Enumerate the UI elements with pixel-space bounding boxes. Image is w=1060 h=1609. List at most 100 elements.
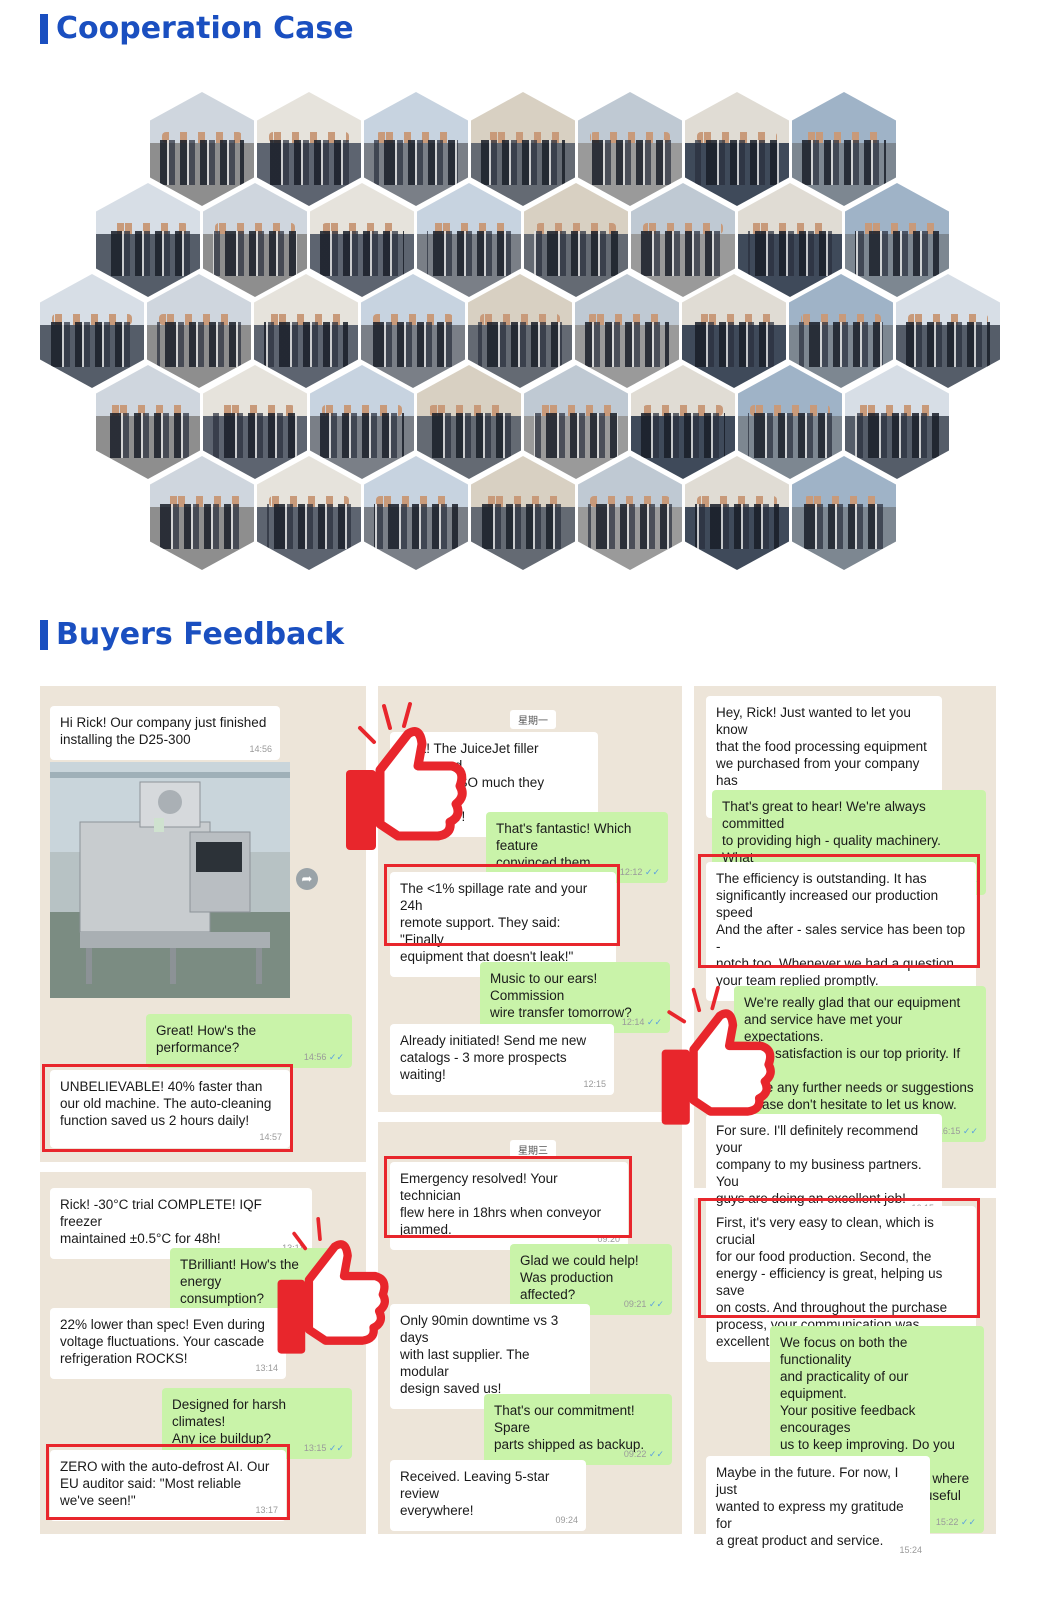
- cooperation-photo: [845, 365, 949, 479]
- photo-people-heads: [643, 222, 723, 235]
- photo-people: [374, 503, 458, 550]
- message-text: Rick! -30°C trial COMPLETE! IQF freezer …: [60, 1197, 262, 1246]
- message-text: First, it's very easy to clean, which is…: [716, 1215, 948, 1349]
- photo-people-heads: [52, 313, 132, 326]
- photo-people: [695, 139, 779, 186]
- cooperation-photo: [40, 274, 144, 388]
- cooperation-photo: [150, 92, 254, 206]
- cooperation-photo: [578, 92, 682, 206]
- photo-people-heads: [215, 404, 295, 417]
- message-text: ZERO with the auto-defrost AI. Our EU au…: [60, 1459, 270, 1508]
- photo-people-heads: [269, 495, 349, 508]
- message-timestamp: 14:57: [259, 1132, 282, 1142]
- title-accent-bar: [40, 14, 48, 44]
- photo-people: [855, 230, 939, 277]
- photo-people: [320, 412, 404, 459]
- photo-people-heads: [480, 313, 560, 326]
- panel-divider: [40, 1162, 366, 1172]
- photo-people-heads: [590, 495, 670, 508]
- message-text: Received. Leaving 5-star review everywhe…: [400, 1469, 550, 1518]
- message-timestamp: 15:22: [936, 1514, 976, 1531]
- cooperation-photo: [471, 92, 575, 206]
- cooperation-photo: [257, 92, 361, 206]
- cooperation-photo: [738, 365, 842, 479]
- message-timestamp: 14:56: [304, 1049, 344, 1066]
- cooperation-photo: [147, 274, 251, 388]
- photo-people: [427, 230, 511, 277]
- cooperation-photo: [364, 92, 468, 206]
- message-text: Hi Rick! Our company just finished insta…: [60, 715, 267, 747]
- date-chip: 星期三: [510, 1140, 556, 1159]
- photo-people-heads: [801, 313, 881, 326]
- cooperation-photo: [792, 92, 896, 206]
- cooperation-photo: [257, 456, 361, 570]
- cooperation-photo: [150, 456, 254, 570]
- photo-people-heads: [108, 222, 188, 235]
- photo-people: [106, 230, 190, 277]
- cooperation-photo: [364, 456, 468, 570]
- photo-people: [374, 139, 458, 186]
- photo-people-heads: [857, 222, 937, 235]
- cooperation-photo: [682, 274, 786, 388]
- machine-photo: [50, 762, 290, 998]
- cooperation-photo: [254, 274, 358, 388]
- incoming-message-bubble: Rick! -30°C trial COMPLETE! IQF freezer …: [50, 1188, 312, 1259]
- thumbs-up-icon: [346, 702, 467, 850]
- message-timestamp: 14:56: [249, 744, 272, 754]
- photo-people-heads: [908, 313, 988, 326]
- cooperation-photo: [468, 274, 572, 388]
- cooperation-photo-honeycomb: [0, 0, 1060, 600]
- photo-people: [160, 139, 244, 186]
- cooperation-photo: [310, 365, 414, 479]
- message-text: That's our commitment! Spare parts shipp…: [494, 1403, 645, 1452]
- cooperation-photo: [310, 183, 414, 297]
- message-text: Only 90min downtime vs 3 days with last …: [400, 1313, 559, 1396]
- photo-people-heads: [483, 495, 563, 508]
- photo-people-heads: [162, 131, 242, 144]
- incoming-message-bubble: UNBELIEVABLE! 40% faster than our old ma…: [50, 1070, 290, 1148]
- message-text: TBrilliant! How's the energy consumption…: [180, 1257, 299, 1306]
- photo-people: [692, 321, 776, 368]
- photo-people-heads: [322, 404, 402, 417]
- photo-people-heads: [429, 404, 509, 417]
- forward-icon[interactable]: ➦: [296, 868, 318, 890]
- message-text: 22% lower than spec! Even during voltage…: [60, 1317, 265, 1366]
- photo-people-heads: [750, 404, 830, 417]
- photo-people-heads: [266, 313, 346, 326]
- cooperation-photo: [845, 183, 949, 297]
- message-timestamp: 09:24: [555, 1515, 578, 1525]
- photo-people-heads: [215, 222, 295, 235]
- incoming-message-bubble: Maybe in the future. For now, I just wan…: [706, 1456, 930, 1561]
- message-text: Already initiated! Send me new catalogs …: [400, 1033, 587, 1082]
- message-text: Music to our ears! Commission wire trans…: [490, 971, 632, 1020]
- message-timestamp: 12:14: [622, 1014, 662, 1031]
- photo-people-heads: [536, 222, 616, 235]
- message-timestamp: 15:24: [899, 1545, 922, 1555]
- cooperation-photo: [524, 365, 628, 479]
- outgoing-message-bubble: Music to our ears! Commission wire trans…: [480, 962, 670, 1033]
- incoming-message-bubble: Already initiated! Send me new catalogs …: [390, 1024, 614, 1095]
- photo-people: [799, 321, 883, 368]
- photo-people-heads: [483, 131, 563, 144]
- cooperation-photo: [792, 456, 896, 570]
- buyers-feedback-title-text: Buyers Feedback: [56, 617, 345, 652]
- message-text: UNBELIEVABLE! 40% faster than our old ma…: [60, 1079, 272, 1128]
- photo-people-heads: [587, 313, 667, 326]
- outgoing-message-bubble: Designed for harsh climates! Any ice bui…: [162, 1388, 352, 1459]
- thumbs-up-icon: [661, 985, 775, 1125]
- photo-people: [106, 412, 190, 459]
- message-text: For sure. I'll definitely recommend your…: [716, 1123, 922, 1206]
- cooperation-photo: [738, 183, 842, 297]
- photo-people-heads: [750, 222, 830, 235]
- cooperation-photo: [685, 456, 789, 570]
- photo-people-heads: [376, 131, 456, 144]
- photo-people: [588, 139, 672, 186]
- message-text: Designed for harsh climates! Any ice bui…: [172, 1397, 287, 1446]
- photo-people: [481, 139, 565, 186]
- photo-people: [157, 321, 241, 368]
- cooperation-case-title-text: Cooperation Case: [56, 11, 354, 46]
- photo-people: [802, 139, 886, 186]
- photo-people-heads: [429, 222, 509, 235]
- cooperation-photo: [203, 365, 307, 479]
- cooperation-photo: [361, 274, 465, 388]
